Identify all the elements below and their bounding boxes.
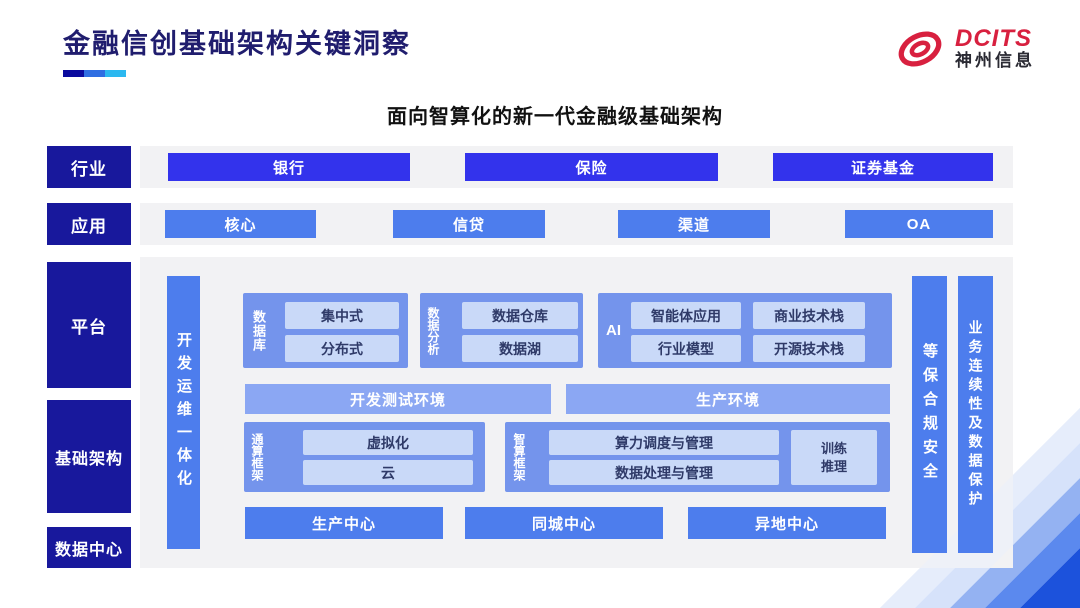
side-label-industry: 行业 [47,146,131,188]
logo-company-text: 神州信息 [955,50,1035,70]
side-label-datacenter: 数据中心 [47,527,131,568]
ai-item-commercial-stack: 商业技术栈 [753,302,865,329]
application-item-core: 核心 [165,210,316,238]
application-item-credit: 信贷 [393,210,545,238]
side-label-infrastructure: 基础架构 [47,400,131,513]
ai-item-agent-app: 智能体应用 [631,302,741,329]
general-compute-group: 通算框架 虚拟化 云 [244,422,485,492]
analytics-group-label: 数据分析 [426,306,440,355]
page-title: 金融信创基础架构关键洞察 [63,29,411,59]
intelligent-compute-dataprocessing: 数据处理与管理 [549,460,779,485]
application-row: 核心 信贷 渠道 OA [140,203,1013,245]
side-label-application: 应用 [47,203,131,245]
industry-item-bank: 银行 [168,153,410,181]
intelligent-compute-scheduling: 算力调度与管理 [549,430,779,455]
ai-group-label: AI [606,322,621,339]
training-inference-box: 训练 推理 [791,430,877,485]
industry-item-securities: 证券基金 [773,153,993,181]
application-item-channel: 渠道 [618,210,770,238]
dcits-logo: DCITS 神州信息 [893,20,1063,78]
pillar-devops: 开发运维一体化 [167,276,200,549]
intelligent-compute-group: 智算框架 算力调度与管理 数据处理与管理 训练 推理 [505,422,890,492]
underline-segment-medium [84,70,105,77]
training-line: 训练 [820,440,847,456]
logo-brand-text: DCITS [955,24,1032,52]
analytics-item-lake: 数据湖 [462,335,578,362]
underline-segment-light [105,70,126,77]
analytics-item-warehouse: 数据仓库 [462,302,578,329]
side-label-platform: 平台 [47,262,131,388]
pillar-security: 等保合规安全 [912,276,947,553]
database-group: 数据库 集中式 分布式 [243,293,408,368]
general-compute-label: 通算框架 [250,433,264,481]
pillar-continuity: 业务连续性及数据保护 [958,276,993,553]
swirl-icon [898,31,942,67]
inference-line: 推理 [820,458,847,474]
intelligent-compute-label: 智算框架 [512,433,526,481]
center-production: 生产中心 [245,507,443,539]
industry-item-insurance: 保险 [465,153,718,181]
env-production: 生产环境 [566,384,890,414]
application-item-oa: OA [845,210,993,238]
ai-item-opensource-stack: 开源技术栈 [753,335,865,362]
analytics-group: 数据分析 数据仓库 数据湖 [420,293,583,368]
center-samecity: 同城中心 [465,507,663,539]
ai-group: AI 智能体应用 商业技术栈 行业模型 开源技术栈 [598,293,892,368]
general-compute-virtualization: 虚拟化 [303,430,473,455]
database-group-label: 数据库 [251,309,266,352]
title-underline [63,64,126,82]
center-remote: 异地中心 [688,507,886,539]
diagram-title: 面向智算化的新一代金融级基础架构 [387,106,723,128]
ai-item-industry-model: 行业模型 [631,335,741,362]
underline-segment-dark [63,70,84,77]
general-compute-cloud: 云 [303,460,473,485]
industry-row: 银行 保险 证券基金 [140,146,1013,188]
database-item-centralized: 集中式 [285,302,399,329]
database-item-distributed: 分布式 [285,335,399,362]
env-dev-test: 开发测试环境 [245,384,551,414]
